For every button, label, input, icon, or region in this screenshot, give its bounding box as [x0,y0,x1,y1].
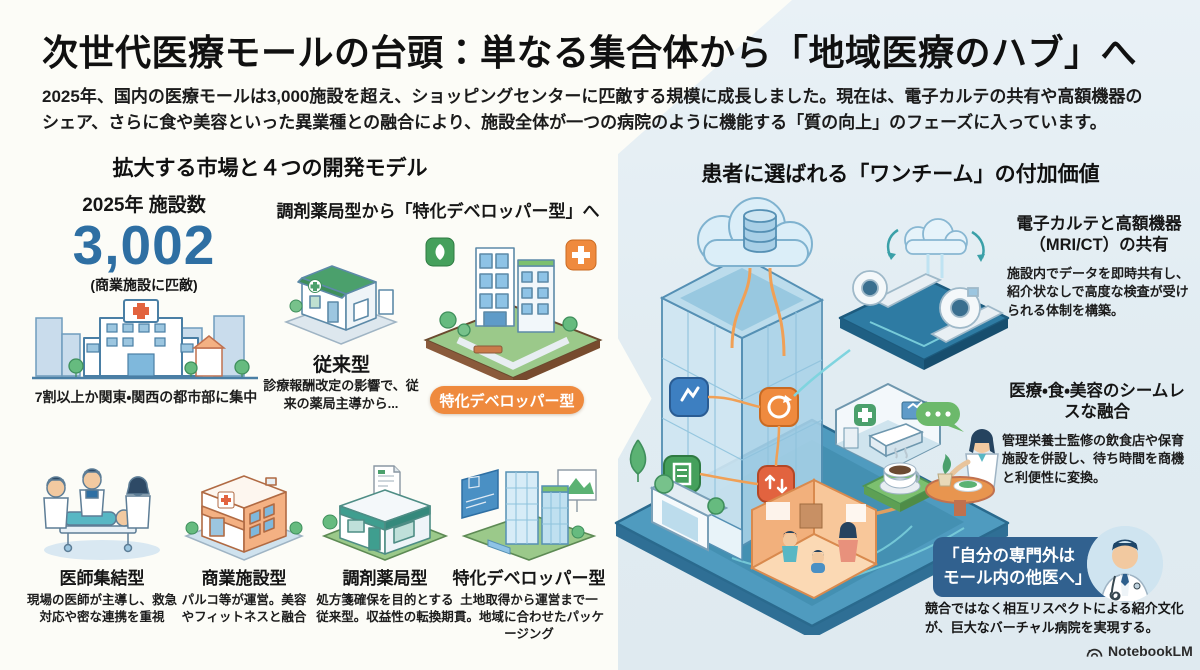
clinic-app-icon [669,377,709,417]
model-label: 商業施設型 [201,569,287,588]
doctor-avatar-icon [1087,526,1163,602]
commercial-building-icon [183,475,305,561]
doctors-team-icon [43,468,160,560]
kids-room [749,478,879,600]
dietitian-figure [949,429,999,489]
left-section-heading: 拡大する市場と４つの開発モデル [112,157,428,180]
nutritionist [916,402,999,516]
legacy-label: 従来型 [312,355,370,376]
model-developer: 特化デベロッパー型 土地取得から運営まで一貫。地域に合わせたパッケージング [448,462,610,643]
prescription-icon [373,465,401,497]
pharmacy-store-icon [321,465,449,561]
red-cross-icon [133,303,149,319]
model-label: 医師集結型 [59,569,145,588]
callout-ehr-sharing: 電子カルテと高額機器（MRI/CT）の共有 施設内でデータを即時共有し、紹介状な… [1007,214,1191,320]
tree-icon [629,439,725,515]
right-section-heading: 患者に選ばれる「ワンチーム」の付加価値 [701,163,1100,186]
tree-icon [68,358,250,378]
red-cross-icon [217,491,235,509]
clinic-room [835,383,941,471]
watermark-label: NotebookLM [1108,643,1193,659]
developer-complex-illustration [423,237,603,380]
quote-line1: 「自分の専門外は [943,546,1075,565]
stat-label: 2025年 施設数 [82,195,206,216]
page-subtitle: 2025年、国内の医療モールは3,000施設を超え、ショッピングセンターに匹敵す… [42,87,1143,132]
database-icon [743,209,777,253]
ct-scanner-icon [930,287,1004,344]
quote-line2: モール内の他医へ」 [943,569,1092,587]
model-caption: パルコ等が運営。美容やフィットネスと融合 [181,593,307,624]
cloud-sync-icon [886,218,985,278]
legacy-pharmacy-illustration [284,265,399,345]
model-doctor-led: 医師集結型 現場の医師が主導し、救急対応や密な連携を重視 [26,462,178,626]
model-pharmacy: 調剤薬局型 処方箋確保を目的とする従来型。収益性の転換期 [314,462,456,626]
callout-title: 医療・食・美容のシームレスな融合 [1009,382,1185,422]
chat-dots-bubble [916,402,964,432]
city-hospital-illustration [32,299,258,380]
stat-value: 3,002 [72,214,216,276]
developer-towers-icon [461,469,597,561]
eco-badge-icon [425,237,455,267]
child-figure [782,531,798,562]
facility-stat: 2025年 施設数 3,002 (商業施設に匹敵) [44,190,244,295]
developer-badge: 特化デベロッパー型 [430,386,584,414]
transition-heading: 調剤薬局型から「特化デベロッパー型」へ [276,202,600,221]
model-caption: 処方箋確保を目的とする従来型。収益性の転換期 [316,593,454,624]
stat-caption: 7割以上か関東・関西の都市部に集中 [34,389,258,405]
child-figure [811,550,825,573]
sync-app-icon [759,387,799,427]
hub-illustration [614,197,1010,635]
page-title: 次世代医療モールの台頭：単なる集合体から「地域医療のハブ」へ [42,32,1138,73]
notebooklm-watermark: NotebookLM [1086,643,1193,659]
meal-table [925,454,995,516]
cross-badge-icon [565,239,597,271]
callout-body: 管理栄養士監修の飲食店や保育施設を併設し、待ち時間を商機と利便性に変換。 [1002,432,1185,485]
notebooklm-logo [1086,648,1103,657]
model-label: 調剤薬局型 [342,569,428,588]
green-cross-icon [308,279,322,293]
green-cross-sign [854,404,876,426]
model-caption: 土地取得から運営まで一貫。地域に合わせたパッケージング [453,593,604,641]
mri-scanner-icon [852,270,943,309]
cloud-database-icon [697,197,813,357]
model-label: 特化デベロッパー型 [452,569,606,588]
coffee-cup-icon [879,447,921,495]
cafe-tile [861,447,939,512]
callout-title: 電子カルテと高額機器（MRI/CT）の共有 [1016,215,1182,255]
model-caption: 現場の医師が主導し、救急対応や密な連携を重視 [26,593,177,624]
blueprint-icon [461,469,499,519]
legacy-caption: 診療報酬改定の影響で、従来の薬局主導から... [263,378,419,411]
landscape-board-icon [557,469,597,512]
model-commercial: 商業施設型 パルコ等が運営。美容やフィットネスと融合 [180,462,308,626]
mri-platform [793,218,1010,397]
parent-figure [838,522,858,562]
doctor-avatar [1087,526,1163,602]
doctor-quote-bubble: 「自分の専門外は モール内の他医へ」 [933,537,1119,597]
plant-pot-icon [937,454,953,487]
callout-seamless-fusion: 医療・食・美容のシームレスな融合 管理栄養士監修の飲食店や保育施設を併設し、待ち… [1002,381,1192,487]
stat-note: (商業施設に匹敵) [90,276,198,293]
callout-body: 施設内でデータを即時共有し、紹介状なしで高度な検査が受けられる体制を構築。 [1007,265,1190,318]
quote-body: 競合ではなく相互リスペクトによる紹介文化が、巨大なバーチャル病院を実現する。 [925,601,1184,635]
